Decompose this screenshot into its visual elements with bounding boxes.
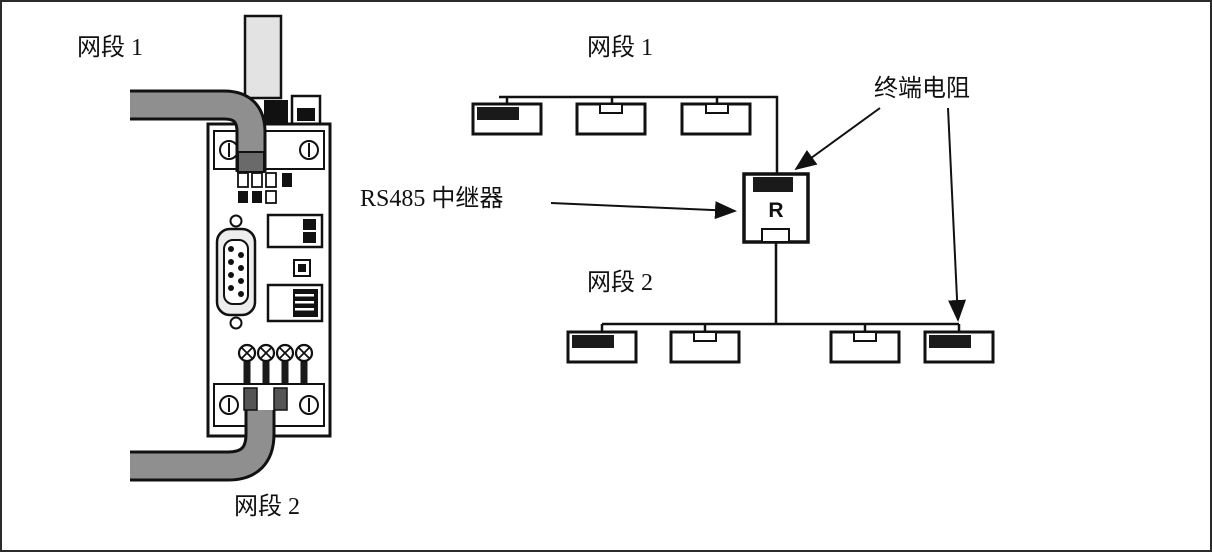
db9-screw xyxy=(229,214,243,228)
terminator-label: 终端电阻 xyxy=(874,76,970,102)
repeater-bottom-tap xyxy=(761,228,790,243)
repeater-label: RS485 中继器 xyxy=(360,186,504,212)
dip-switch-block xyxy=(266,213,324,249)
top-right-protrusion-mark xyxy=(297,108,315,121)
top-terminal-strip xyxy=(213,130,325,170)
terminator-block xyxy=(753,177,793,192)
topology-illustration xyxy=(471,95,995,364)
segment2-node-2 xyxy=(669,330,741,364)
cable-clamp xyxy=(237,151,265,173)
indicator-row-bottom xyxy=(238,190,277,204)
node-tap xyxy=(599,103,623,114)
device-illustration xyxy=(130,14,332,482)
repeater-letter: R xyxy=(768,199,784,222)
segment2-node-3 xyxy=(829,330,901,364)
terminator-block xyxy=(477,107,519,120)
top-plug xyxy=(243,14,283,100)
small-component xyxy=(293,259,311,277)
node-tap xyxy=(693,331,717,342)
indicator-row-top xyxy=(237,172,292,188)
node-tap xyxy=(705,103,729,114)
topology-segment2-label: 网段 2 xyxy=(587,270,653,296)
lower-connector-block xyxy=(266,283,324,323)
terminator-block xyxy=(929,335,971,348)
bottom-bolts xyxy=(237,343,314,386)
segment1-node-3 xyxy=(680,102,752,136)
segment2-node-1 xyxy=(566,330,638,364)
db9-connector xyxy=(215,214,257,330)
segment1-cable xyxy=(130,89,267,173)
terminator-block xyxy=(572,335,614,348)
node-tap xyxy=(853,331,877,342)
segment2-cable xyxy=(130,387,288,482)
cable-clamp xyxy=(273,387,288,411)
device-segment2-label: 网段 2 xyxy=(234,494,300,520)
bottom-terminal-strip xyxy=(213,383,325,427)
segment1-node-1 xyxy=(471,102,543,136)
terminator-callout-arrow-2 xyxy=(947,107,967,322)
db9-screw xyxy=(229,316,243,330)
segment2-node-4 xyxy=(923,330,995,364)
terminator-callout-arrow-1 xyxy=(794,107,881,171)
repeater-callout-arrow xyxy=(550,201,737,220)
segment1-bus-line xyxy=(499,95,779,174)
device-segment1-label: 网段 1 xyxy=(77,35,143,61)
topology-segment1-label: 网段 1 xyxy=(587,35,653,61)
cable-clamp xyxy=(243,387,258,411)
segment1-node-2 xyxy=(575,102,647,136)
top-plug-connector xyxy=(264,100,288,124)
